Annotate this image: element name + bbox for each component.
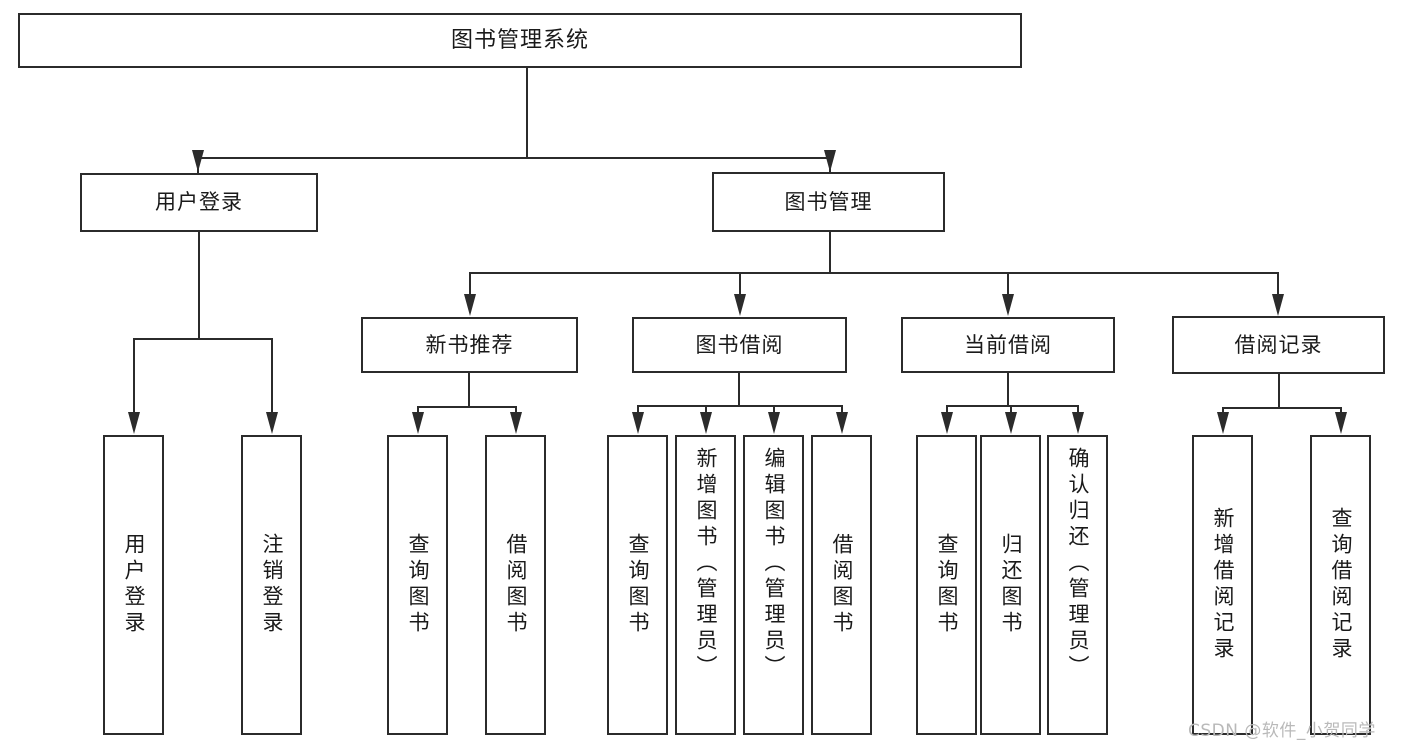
arrow-to-current-borrow: [1002, 294, 1014, 316]
node-new-book-recommend[interactable]: 新书推荐: [361, 317, 578, 373]
connector-bm-drop-3: [1007, 272, 1009, 296]
leaf-label: 查询图书: [406, 533, 430, 637]
node-borrow-record[interactable]: 借阅记录: [1172, 316, 1385, 374]
connector-cb-bus: [946, 405, 1078, 407]
leaf-query-book-3[interactable]: 查询图书: [916, 435, 977, 735]
leaf-label: 确认归还（管理员）: [1066, 447, 1090, 681]
node-label: 图书管理: [784, 189, 873, 214]
arrow-to-leaf-query-book-2: [632, 412, 644, 434]
leaf-label: 借阅图书: [504, 533, 528, 637]
connector-root-stem: [526, 68, 528, 158]
leaf-label: 借阅图书: [830, 533, 854, 637]
arrow-to-borrow-record: [1272, 294, 1284, 316]
arrow-to-leaf-confirm-return-admin: [1072, 412, 1084, 434]
csdn-watermark: CSDN @软件_小贺同学: [1188, 721, 1376, 741]
node-label: 用户登录: [155, 190, 243, 215]
arrow-to-leaf-return-book: [1005, 412, 1017, 434]
connector-bb-stem: [738, 373, 740, 407]
leaf-add-borrow-record[interactable]: 新增借阅记录: [1192, 435, 1253, 735]
connector-bm-drop-2: [739, 272, 741, 296]
connector-bm-drop-1: [469, 272, 471, 296]
leaf-query-book-1[interactable]: 查询图书: [387, 435, 448, 735]
leaf-label: 归还图书: [999, 533, 1023, 637]
arrow-to-book-management: [824, 150, 836, 172]
arrow-to-leaf-user-login: [128, 412, 140, 434]
arrow-to-leaf-query-borrow-record: [1335, 412, 1347, 434]
node-current-borrow[interactable]: 当前借阅: [901, 317, 1115, 373]
connector-bb-bus: [637, 405, 841, 407]
leaf-borrow-book-1[interactable]: 借阅图书: [485, 435, 546, 735]
leaf-edit-book-admin[interactable]: 编辑图书（管理员）: [743, 435, 804, 735]
leaf-logout-login[interactable]: 注销登录: [241, 435, 302, 735]
arrow-to-leaf-query-book-3: [941, 412, 953, 434]
leaf-label: 用户登录: [122, 533, 146, 637]
connector-nbr-stem: [468, 373, 470, 408]
node-root-system[interactable]: 图书管理系统: [18, 13, 1022, 68]
arrow-to-new-book-recommend: [464, 294, 476, 316]
connector-bm-drop-4: [1277, 272, 1279, 296]
node-label: 当前借阅: [964, 332, 1052, 357]
leaf-label: 编辑图书（管理员）: [762, 447, 786, 681]
leaf-label: 注销登录: [260, 533, 284, 637]
leaf-label: 查询图书: [935, 533, 959, 637]
connector-cb-stem: [1007, 373, 1009, 407]
node-label: 借阅记录: [1234, 332, 1323, 357]
leaf-return-book[interactable]: 归还图书: [980, 435, 1041, 735]
arrow-to-leaf-borrow-book-1: [510, 412, 522, 434]
leaf-label: 新增图书（管理员）: [694, 447, 718, 681]
node-label: 图书管理系统: [450, 27, 589, 53]
connector-br-stem: [1278, 374, 1280, 409]
connector-root-bus: [197, 157, 831, 159]
connector-br-bus: [1222, 407, 1341, 409]
node-user-login[interactable]: 用户登录: [80, 173, 318, 232]
leaf-label: 新增借阅记录: [1211, 507, 1235, 663]
arrow-to-leaf-logout-login: [266, 412, 278, 434]
connector-nbr-bus: [417, 406, 516, 408]
connector-user-login-bus: [133, 338, 273, 340]
leaf-add-book-admin[interactable]: 新增图书（管理员）: [675, 435, 736, 735]
leaf-user-login[interactable]: 用户登录: [103, 435, 164, 735]
node-book-management[interactable]: 图书管理: [712, 172, 945, 232]
leaf-label: 查询图书: [626, 533, 650, 637]
connector-book-management-stem: [829, 232, 831, 274]
connector-user-login-stem: [198, 232, 200, 339]
arrow-to-leaf-add-borrow-record: [1217, 412, 1229, 434]
connector-user-login-drop-1: [133, 338, 135, 428]
arrow-to-book-borrow: [734, 294, 746, 316]
connector-book-management-bus: [469, 272, 1279, 274]
arrow-to-leaf-query-book-1: [412, 412, 424, 434]
node-book-borrow[interactable]: 图书借阅: [632, 317, 847, 373]
leaf-label: 查询借阅记录: [1329, 507, 1353, 663]
arrow-to-leaf-edit-book-admin: [768, 412, 780, 434]
arrow-to-leaf-add-book-admin: [700, 412, 712, 434]
leaf-confirm-return-admin[interactable]: 确认归还（管理员）: [1047, 435, 1108, 735]
arrow-to-user-login: [192, 150, 204, 172]
arrow-to-leaf-borrow-book-2: [836, 412, 848, 434]
leaf-borrow-book-2[interactable]: 借阅图书: [811, 435, 872, 735]
leaf-query-borrow-record[interactable]: 查询借阅记录: [1310, 435, 1371, 735]
node-label: 图书借阅: [695, 332, 784, 357]
leaf-query-book-2[interactable]: 查询图书: [607, 435, 668, 735]
node-label: 新书推荐: [425, 332, 514, 357]
connector-user-login-drop-2: [271, 338, 273, 428]
